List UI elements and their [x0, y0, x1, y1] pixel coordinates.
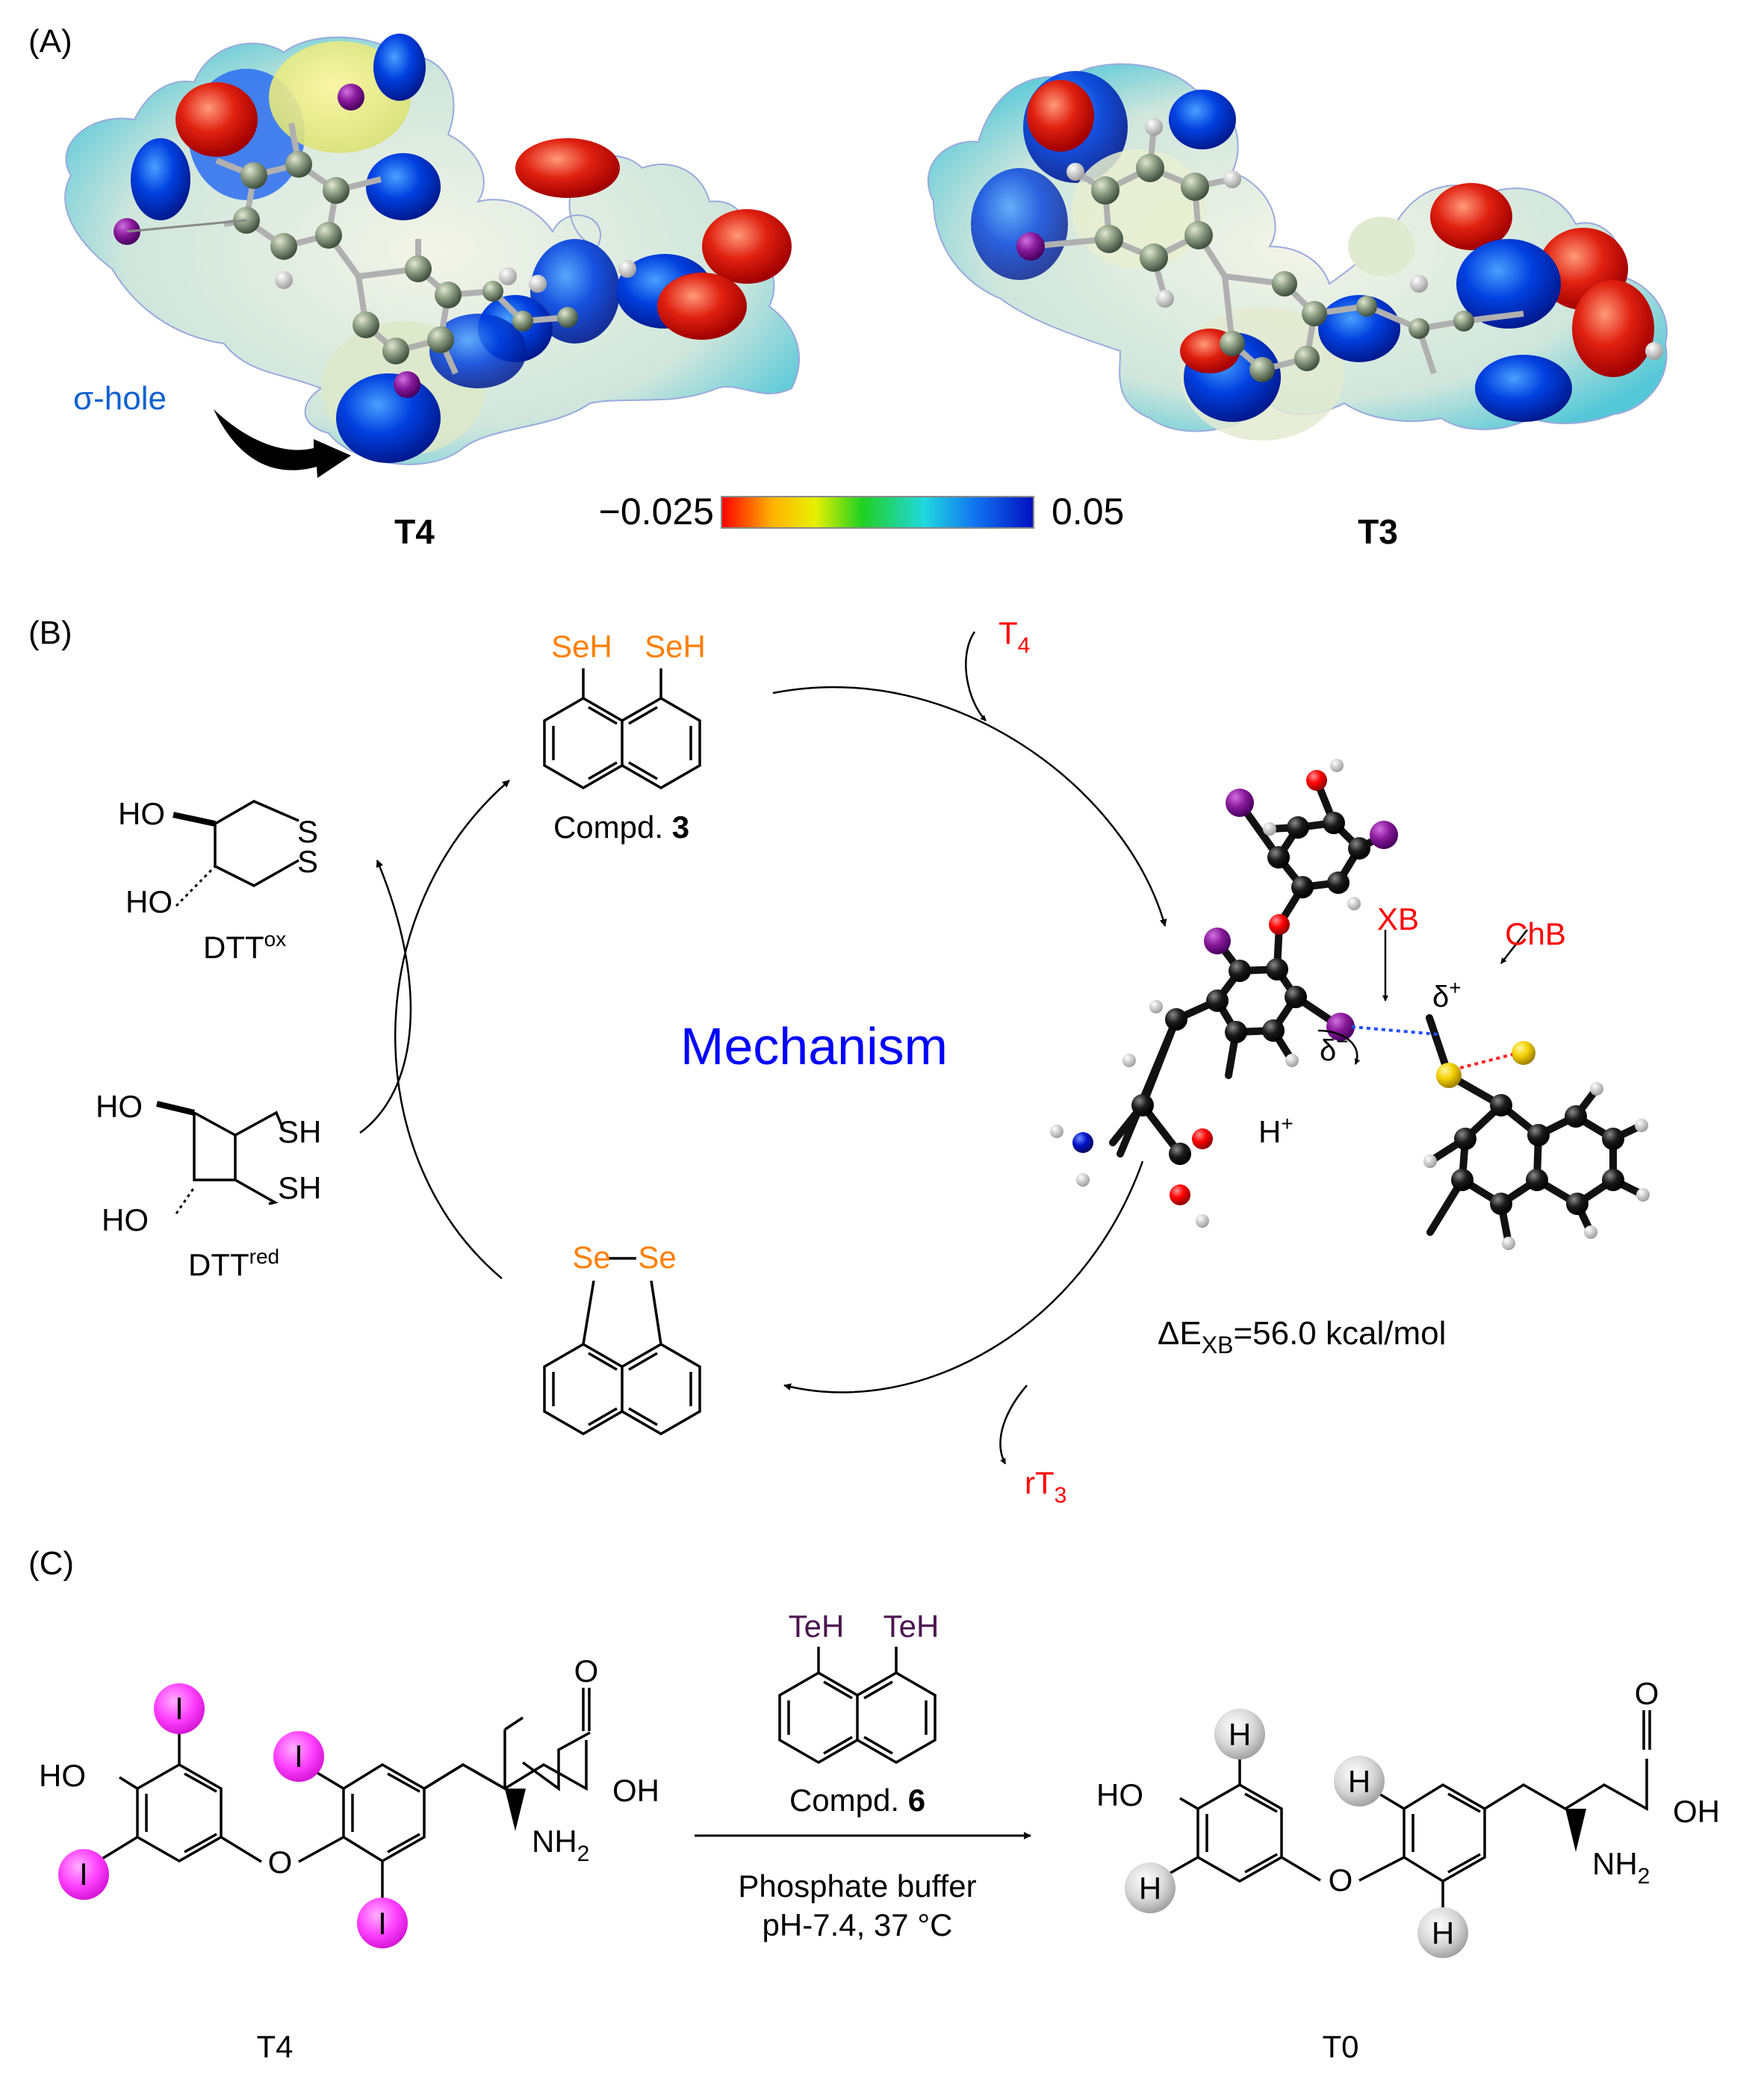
dtt-red-label: DTTred — [188, 1245, 279, 1282]
colorbar — [721, 496, 1034, 529]
cycle-center-title: Mechanism — [680, 1017, 948, 1075]
dtt-ox-s-top: S — [297, 814, 318, 849]
reactant-carbonyl-o: O — [574, 1653, 599, 1689]
reactant-iodine-bottom: I — [378, 1906, 387, 1941]
diselenide-structure — [543, 1257, 701, 1436]
catalytic-cycle-arrows — [359, 631, 1167, 1464]
reactant-t4-structure — [58, 1683, 591, 1948]
product-h-bottom: H — [1432, 1916, 1454, 1951]
product-carbonyl-o: O — [1635, 1676, 1659, 1711]
xb-label: XB — [1377, 901, 1419, 936]
dtt-red-structure — [156, 1101, 285, 1205]
product-t0-structure — [1125, 1709, 1651, 1958]
delta-minus-label: δ− — [1320, 1030, 1349, 1067]
dtt-ox-s-bottom: S — [297, 844, 318, 879]
product-name: T0 — [1322, 2029, 1358, 2064]
reactant-iodine-mid: I — [294, 1739, 303, 1774]
esp-surface-t4 — [64, 34, 800, 465]
product-h-top: H — [1229, 1717, 1251, 1752]
reactant-iodine-top: I — [175, 1691, 184, 1726]
esp-surface-t3 — [927, 63, 1668, 441]
compound-6-teh-right: TeH — [883, 1609, 940, 1644]
colorbar-max-label: 0.05 — [1052, 491, 1124, 532]
compound-3-label: Compd. 3 — [553, 810, 689, 845]
reactant-nh2: NH2 — [532, 1824, 589, 1866]
product-nh2: NH2 — [1592, 1846, 1650, 1889]
dtt-ox-label: DTTox — [203, 928, 286, 965]
sigma-hole-arrow — [214, 409, 351, 478]
compound-6-label: Compd. 6 — [789, 1783, 925, 1818]
dtt-ox-ho-top: HO — [118, 796, 165, 831]
compound-3-seh-right: SeH — [645, 629, 706, 664]
transition-state-model — [1050, 759, 1650, 1250]
compound-3-structure — [543, 668, 701, 790]
condition-line-1: Phosphate buffer — [738, 1868, 976, 1904]
reactant-iodine-left: I — [79, 1857, 88, 1892]
molecule-label-t4: T4 — [394, 512, 435, 551]
proton-label: H+ — [1258, 1112, 1294, 1149]
compound-3-seh-left: SeH — [551, 629, 612, 664]
product-h-left: H — [1139, 1871, 1161, 1906]
dtt-ox-ho-bottom: HO — [125, 884, 173, 919]
diselenide-se-left: Se — [572, 1240, 610, 1275]
sigma-hole-label: σ-hole — [73, 380, 167, 417]
xb-energy-label: ΔEXB=56.0 kcal/mol — [1158, 1315, 1446, 1358]
dtt-red-hashed-bond — [175, 1187, 196, 1214]
product-ether-o: O — [1329, 1863, 1353, 1898]
compound-6-teh-left: TeH — [789, 1609, 845, 1644]
dtt-red-sh-top: SH — [278, 1114, 321, 1149]
product-rt3-label: rT3 — [1025, 1465, 1066, 1508]
dtt-ox-structure — [173, 800, 299, 887]
product-ho: HO — [1096, 1777, 1143, 1812]
product-oh: OH — [1673, 1794, 1720, 1829]
molecule-label-t3: T3 — [1358, 512, 1398, 551]
reactant-ho: HO — [39, 1758, 86, 1793]
panel-b-label: (B) — [28, 615, 72, 651]
panel-c-label: (C) — [28, 1545, 74, 1582]
dtt-ox-hashed-bond — [175, 865, 217, 907]
condition-line-2: pH-7.4, 37 °C — [763, 1907, 953, 1942]
dtt-red-ho-bottom: HO — [102, 1202, 149, 1237]
reactant-oh: OH — [612, 1773, 659, 1808]
reactant-ether-o: O — [268, 1845, 293, 1880]
dtt-red-sh-bottom: SH — [278, 1170, 321, 1205]
reactant-name: T4 — [256, 2029, 293, 2064]
product-h-mid: H — [1348, 1764, 1370, 1799]
compound-6-structure — [778, 1647, 937, 1765]
delta-plus-label: δ+ — [1432, 976, 1462, 1013]
reactant-t4-side-chain — [423, 1740, 588, 1791]
panel-a-label: (A) — [28, 23, 72, 60]
diselenide-se-right: Se — [638, 1240, 676, 1275]
chb-label: ChB — [1505, 916, 1566, 951]
dtt-red-ho-top: HO — [96, 1089, 143, 1124]
colorbar-min-label: −0.025 — [599, 491, 714, 532]
dtt-red-bond — [193, 1113, 235, 1181]
substrate-t4-label: T4 — [999, 615, 1030, 658]
